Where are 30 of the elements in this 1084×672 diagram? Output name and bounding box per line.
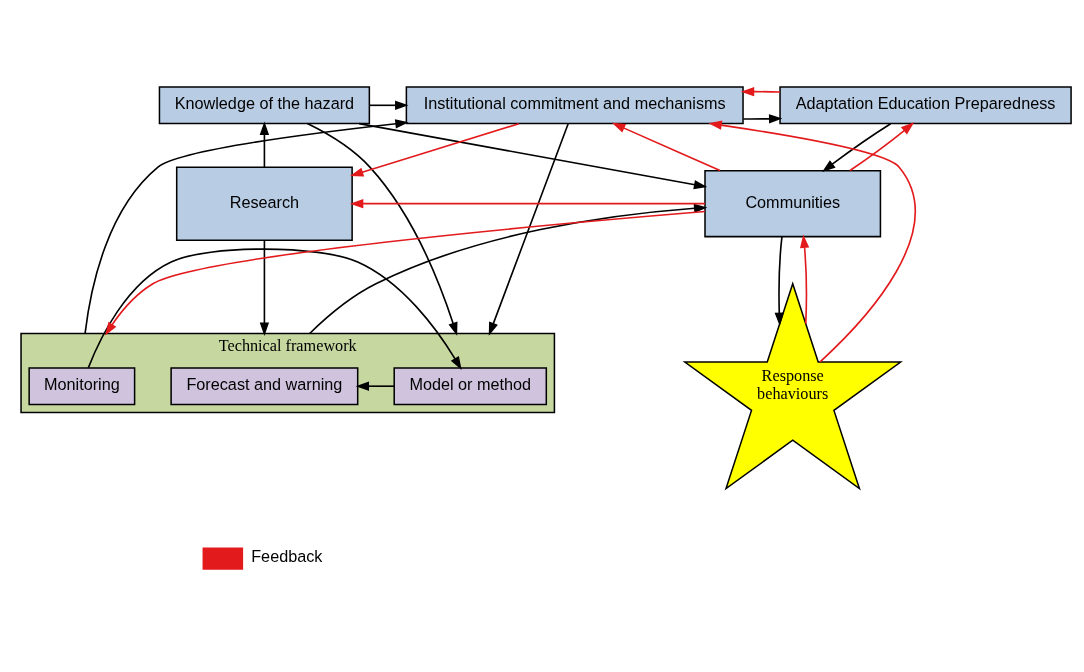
node-box: Communities [704,169,882,238]
arrow [611,122,721,172]
legend-label: Feedback [251,547,323,566]
node-box: Knowledge of the hazard [158,86,371,125]
arrow [308,203,708,335]
node-box: Forecast and warning [170,367,359,406]
node-box: Model or method [393,367,548,406]
arrow [349,198,706,209]
arrow [488,122,569,336]
arrow [259,121,270,168]
arrow [708,120,916,363]
arrow [368,100,409,110]
node-box: Adaptation Education Preparedness [779,86,1072,125]
arrow [742,114,783,124]
arrow [799,234,810,325]
arrow [306,122,458,336]
arrow [774,236,784,327]
node-box: Monitoring [28,367,136,406]
arrow [350,122,520,177]
arrow [105,210,706,336]
arrow [84,119,409,335]
node-box: Institutional commitment and mechanisms [405,86,744,125]
node-box: Research [175,166,353,241]
arrow [259,239,270,336]
arrow [358,122,708,190]
arrow [740,86,781,97]
arrow [87,248,462,370]
arrow [822,122,892,173]
arrow [849,122,915,172]
arrow [355,381,395,391]
